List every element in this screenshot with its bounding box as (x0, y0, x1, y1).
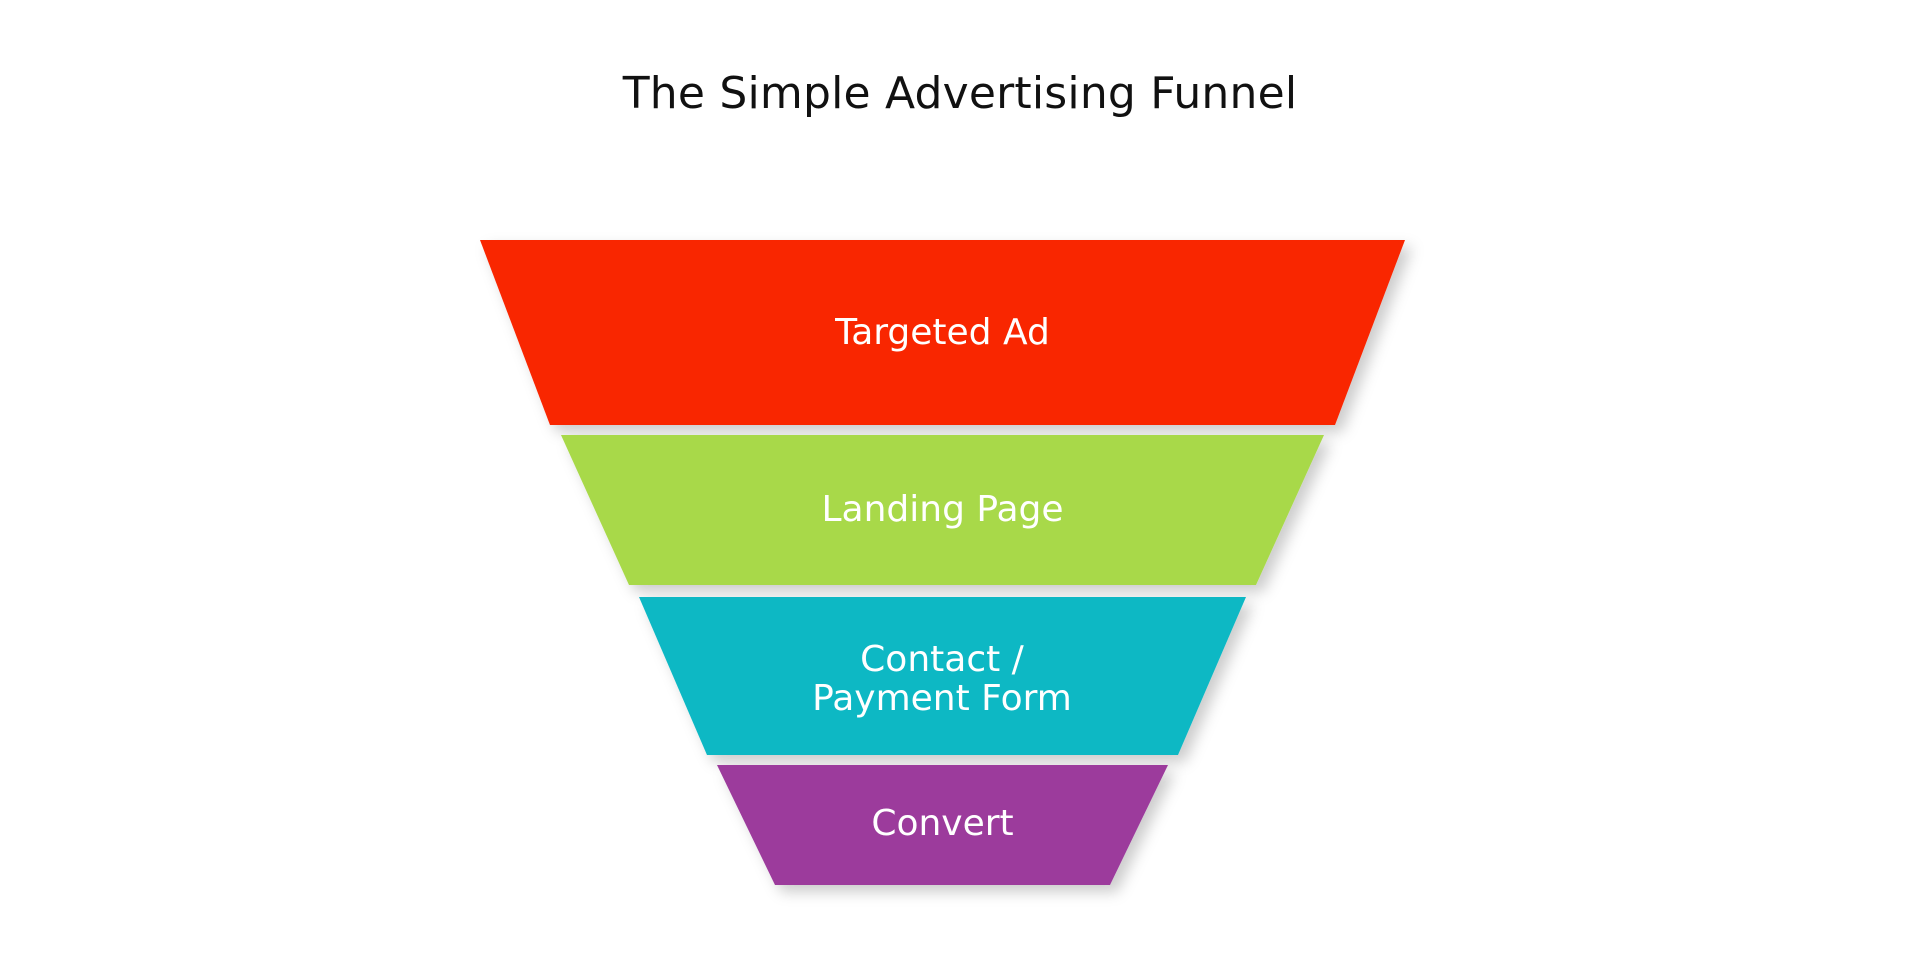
funnel-segment-2-label: Landing Page (821, 489, 1064, 530)
funnel-segment-4-label: Convert (871, 803, 1014, 844)
funnel-segment-3-shape[interactable] (639, 597, 1246, 755)
page-title: The Simple Advertising Funnel (622, 68, 1298, 119)
funnel-segment-1-label: Targeted Ad (835, 312, 1050, 353)
funnel-diagram: Targeted Ad Landing Page Contact / Payme… (440, 215, 1450, 915)
funnel-segment-1[interactable]: Targeted Ad (480, 240, 1405, 425)
funnel-segment-3-label: Contact / Payment Form (812, 639, 1072, 719)
funnel-segment-2-shape[interactable] (561, 435, 1324, 585)
funnel-segment-1-shape[interactable] (480, 240, 1405, 425)
funnel-shapes (480, 240, 1405, 885)
funnel-segment-3[interactable]: Contact / Payment Form (639, 597, 1246, 755)
funnel-segment-2[interactable]: Landing Page (561, 435, 1324, 585)
funnel-segment-4[interactable]: Convert (717, 765, 1168, 885)
funnel-segment-4-shape[interactable] (717, 765, 1168, 885)
